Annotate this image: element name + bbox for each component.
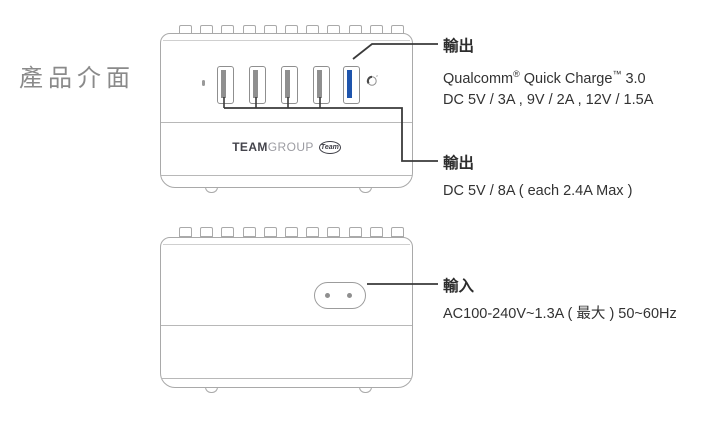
charger-front-view: TEAMGROUP Team: [160, 25, 413, 195]
back-base-line: [161, 377, 412, 379]
spec-input-rating: AC100-240V~1.3A ( 最大 ) 50~60Hz: [443, 306, 677, 322]
usb-port-3: [281, 66, 298, 104]
charger-back-body: [160, 237, 413, 388]
usb-port-4: [313, 66, 330, 104]
usb-port-quick-charge: [343, 66, 360, 104]
inlet-pin: [347, 293, 352, 298]
annotation-output-qc: 輸出 Qualcomm® Quick Charge™ 3.0 DC 5V / 3…: [443, 34, 653, 111]
brand-wordmark: TEAMGROUP: [232, 140, 314, 154]
annotation-input: 輸入 AC100-240V~1.3A ( 最大 ) 50~60Hz: [443, 274, 677, 325]
usb-pin-qc: [347, 70, 352, 98]
annotation-output-standard: 輸出 DC 5V / 8A ( each 2.4A Max ): [443, 151, 632, 202]
top-bevel-line: [163, 244, 410, 245]
usb-pin: [285, 70, 290, 98]
team-oval-logo: Team: [318, 140, 341, 154]
brand-logo: TEAMGROUP Team: [161, 139, 412, 155]
inlet-pin: [325, 293, 330, 298]
usb-pin: [253, 70, 258, 98]
front-divider-line: [161, 121, 412, 123]
spec-standard-output-rating: DC 5V / 8A ( each 2.4A Max ): [443, 183, 633, 199]
brand-team: TEAM: [232, 140, 268, 154]
annotation-label: 輸出: [443, 38, 475, 55]
annotation-label: 輸出: [443, 155, 475, 172]
usb-port-2: [249, 66, 266, 104]
back-divider-line: [161, 324, 412, 326]
quick-charge-icon: [366, 75, 378, 86]
led-indicator: [202, 80, 205, 86]
spec-qualcomm-quick-charge: Qualcomm® Quick Charge™ 3.0: [443, 69, 646, 87]
brand-group: GROUP: [267, 140, 314, 154]
charger-front-body: TEAMGROUP Team: [160, 33, 413, 188]
annotation-label: 輸入: [443, 278, 475, 295]
ac-power-inlet: [314, 282, 366, 309]
front-base-line: [161, 174, 412, 176]
vent-tabs: [179, 227, 404, 237]
usb-port-1: [217, 66, 234, 104]
usb-pin: [317, 70, 322, 98]
top-bevel-line: [163, 40, 410, 41]
page-title: 產品介面: [19, 65, 135, 92]
usb-pin: [221, 70, 226, 98]
charger-back-view: [160, 227, 413, 397]
spec-qc-output-ratings: DC 5V / 3A , 9V / 2A , 12V / 1.5A: [443, 91, 654, 108]
